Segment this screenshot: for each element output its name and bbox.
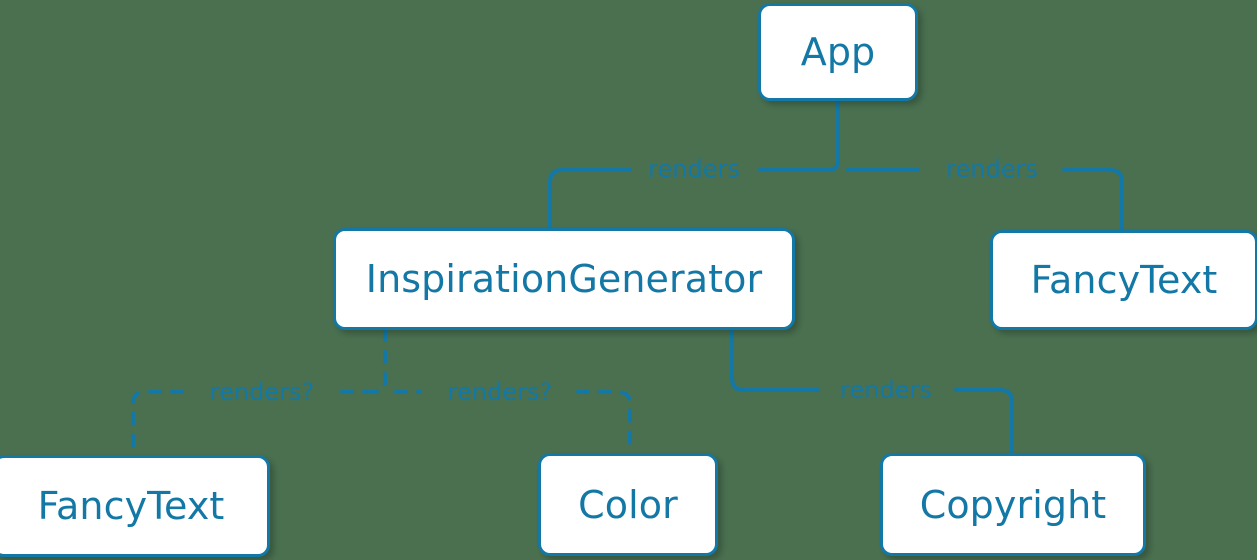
edge-app-to-fancytext-right [1062,168,1124,232]
node-color-label: Color [578,482,678,527]
edge-inspirationgenerator-dashed-trunk [372,328,387,394]
node-fancytext-bottom-label: FancyText [37,484,225,528]
edge-label-inspirationgenerator-to-copyright: renders [840,376,932,404]
edge-app-to-inspirationgenerator-left [548,168,632,230]
edge-app-trunk [826,98,840,172]
edge-label-inspirationgenerator-to-color: renders? [447,378,553,406]
edge-label-app-to-fancytext: renders [946,155,1038,183]
node-fancytext-top[interactable]: FancyText [990,230,1257,330]
node-inspirationgenerator[interactable]: InspirationGenerator [333,228,795,330]
edge-label-app-to-inspirationgenerator: renders [648,155,740,183]
node-fancytext-bottom[interactable]: FancyText [0,455,270,557]
node-color[interactable]: Color [538,453,718,556]
edge-inspirationgenerator-to-fancytext-left [131,390,184,457]
node-app-label: App [800,30,876,74]
edge-inspirationgenerator-to-color-right [576,390,632,455]
edge-label-inspirationgenerator-to-fancytext: renders? [209,378,315,406]
node-app[interactable]: App [758,3,918,101]
node-copyright-label: Copyright [919,482,1107,527]
edge-inspirationgenerator-to-copyright-left [730,328,820,392]
node-copyright[interactable]: Copyright [880,453,1146,556]
node-fancytext-top-label: FancyText [1030,258,1218,302]
edge-inspirationgenerator-to-copyright-right [954,388,1014,455]
node-inspirationgenerator-label: InspirationGenerator [365,257,763,301]
